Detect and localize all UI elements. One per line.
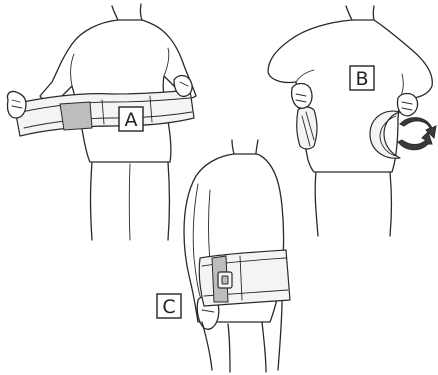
panel-b-figure xyxy=(268,6,436,236)
panel-b-left-hand xyxy=(292,84,312,109)
panel-b-belt-left xyxy=(297,107,317,149)
panel-c-figure xyxy=(184,140,290,372)
step-b-label: B xyxy=(355,68,368,90)
step-c-label: C xyxy=(162,296,175,318)
panel-a-figure xyxy=(7,4,196,240)
panel-a-left-hand xyxy=(7,91,26,118)
panel-b-right-hand xyxy=(397,94,417,117)
rotate-arrow-icon xyxy=(400,118,436,138)
step-a-label: A xyxy=(125,109,138,131)
